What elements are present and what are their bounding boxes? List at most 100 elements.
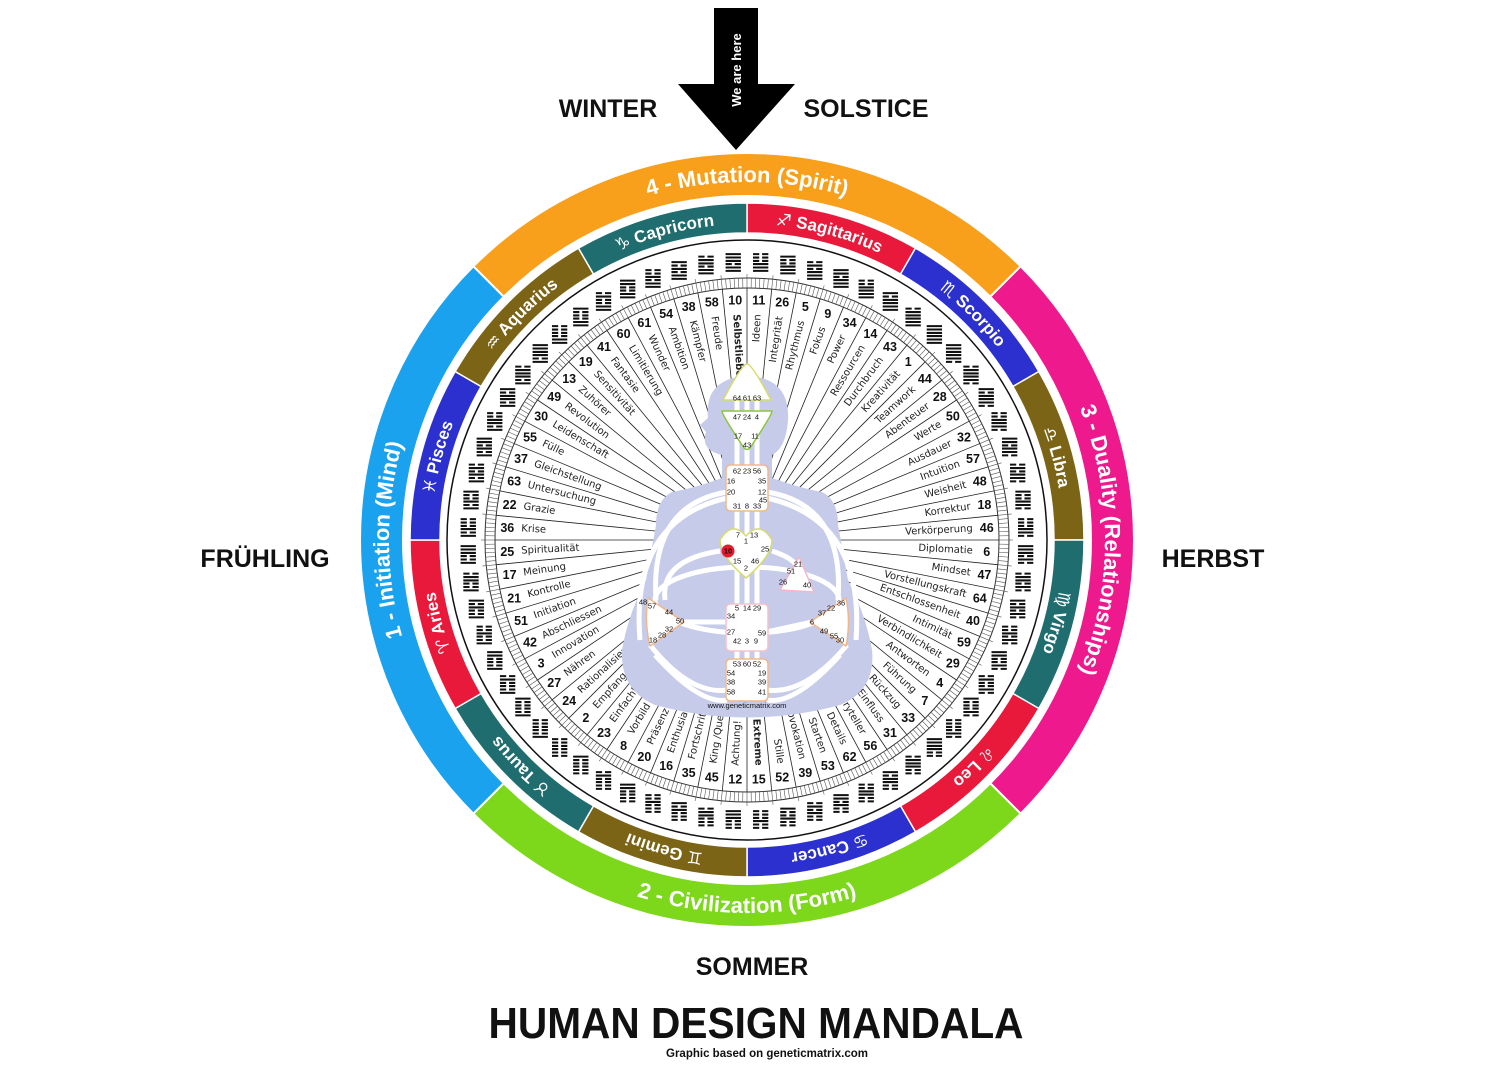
gate-number: 41 — [597, 340, 611, 354]
gate-number: 48 — [973, 475, 987, 489]
gate-divider — [780, 330, 888, 491]
degree-tick — [493, 471, 504, 476]
degree-tick — [708, 280, 711, 291]
degree-tick — [843, 294, 850, 308]
degree-tick — [900, 331, 907, 341]
degree-tick — [503, 443, 513, 448]
degree-tick — [997, 568, 1008, 571]
degree-tick — [704, 281, 707, 292]
gate-number: 57 — [966, 452, 980, 466]
degree-tick — [956, 391, 969, 401]
hexagram-icon: ䷮ — [1014, 569, 1033, 593]
gate-number: 9 — [824, 307, 831, 321]
degree-tick — [642, 299, 648, 309]
degree-tick — [995, 497, 1006, 500]
bodygraph-gate-number: 61 — [743, 394, 751, 403]
gate-number: 47 — [977, 568, 991, 582]
hexagram-icon: ䷈ — [832, 265, 851, 289]
degree-tick — [971, 420, 981, 426]
degree-tick — [590, 329, 598, 338]
degree-tick — [497, 459, 508, 464]
degree-tick — [906, 334, 916, 346]
zodiac-symbol-icon: ♓ — [419, 477, 441, 495]
degree-tick — [517, 412, 527, 418]
quarter-segment — [359, 264, 506, 816]
degree-tick — [803, 785, 807, 796]
degree-tick — [996, 572, 1007, 575]
bodygraph-gate-number: 55 — [830, 632, 838, 641]
gate-number: 42 — [523, 636, 537, 650]
credit-text: Graphic based on geneticmatrix.com — [666, 1048, 868, 1060]
degree-tick — [533, 686, 543, 693]
hexagram-icon: ䷋ — [724, 807, 743, 831]
degree-tick — [954, 683, 963, 690]
gate-number: 3 — [538, 656, 545, 670]
zodiac-symbol-icon: ♈ — [432, 635, 456, 656]
arrow-label: We are here — [729, 33, 744, 106]
gate-number: 15 — [752, 773, 766, 787]
degree-tick — [998, 560, 1009, 562]
gate-number: 6 — [983, 545, 990, 559]
active-gate-marker — [721, 544, 735, 558]
bodygraph-gate-number: 20 — [727, 488, 735, 497]
degree-tick — [716, 279, 719, 290]
degree-tick — [597, 324, 604, 333]
degree-tick — [630, 304, 636, 315]
degree-tick — [489, 492, 500, 496]
degree-tick — [795, 787, 800, 801]
gate-number: 61 — [637, 316, 651, 330]
bodygraph-gate-number: 5 — [735, 604, 739, 613]
hexagram-icon: ䷂ — [498, 671, 517, 695]
degree-tick — [883, 751, 890, 761]
bodygraph-gate-number: 44 — [665, 608, 673, 617]
degree-tick — [508, 643, 518, 649]
bodygraph-gate-number: 16 — [727, 477, 735, 486]
degree-tick — [969, 414, 982, 422]
degree-tick — [879, 753, 886, 763]
bodygraph-gate-number: 58 — [727, 688, 735, 697]
degree-tick — [650, 774, 655, 784]
degree-tick — [846, 299, 852, 309]
degree-tick — [604, 319, 611, 329]
channel — [636, 495, 728, 641]
degree-tick — [763, 791, 765, 802]
gate-number: 1 — [905, 355, 912, 369]
degree-tick — [876, 315, 882, 325]
degree-tick — [598, 318, 608, 331]
degree-tick — [549, 367, 558, 375]
degree-tick — [998, 518, 1009, 520]
degree-tick — [608, 753, 615, 763]
gate-keyword: Spiritualität — [521, 543, 580, 557]
hexagram-icon: ䷃ — [962, 694, 981, 718]
gate-number: 19 — [579, 355, 593, 369]
bodygraph-gate-number: 62 — [733, 467, 741, 476]
degree-tick — [498, 455, 509, 460]
degree-tick — [538, 380, 548, 387]
degree-tick — [771, 790, 774, 805]
hexagram-icon: ䷐ — [462, 569, 481, 593]
hexagram-icon: ䷠ — [925, 735, 944, 759]
gate-number: 30 — [534, 410, 548, 424]
degree-tick — [526, 397, 536, 404]
bodygraph-gate-number: 33 — [753, 502, 761, 511]
degree-tick — [531, 390, 540, 397]
hexagram-icon: ䷕ — [462, 487, 481, 511]
degree-tick — [674, 782, 679, 793]
gate-number: 52 — [775, 770, 789, 784]
bodygraph-gate-number: 8 — [745, 502, 749, 511]
degree-tick — [574, 729, 582, 738]
bodygraph-watermark: www.geneticmatrix.com — [707, 701, 787, 710]
degree-tick — [621, 762, 629, 775]
hexagram-icon: ䷔ — [467, 596, 486, 620]
gate-divider — [769, 307, 844, 485]
arrow-head — [678, 84, 795, 150]
degree-tick — [492, 462, 506, 468]
degree-tick — [872, 758, 879, 768]
degree-tick — [985, 455, 996, 460]
degree-tick — [567, 348, 575, 357]
gate-number: 56 — [863, 739, 877, 753]
hexagram-icon: ䷊ — [751, 249, 770, 273]
hexagram-icon: ䷒ — [550, 321, 569, 345]
degree-tick — [519, 408, 529, 415]
degree-tick — [960, 672, 970, 679]
